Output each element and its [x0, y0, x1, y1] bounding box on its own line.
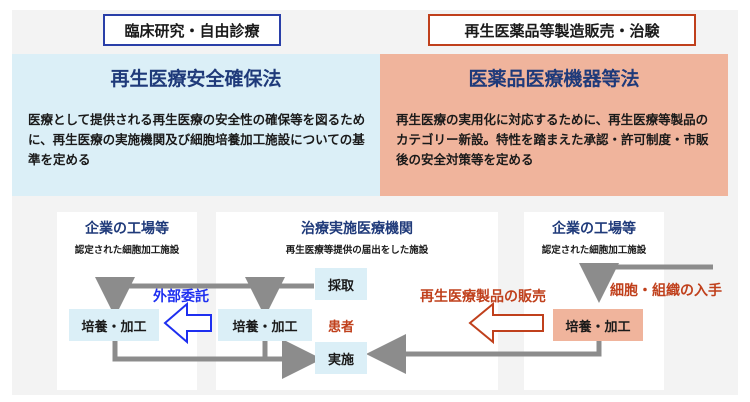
left-law-description: 医療として提供される再生医療の安全性の確保等を図るために、再生医療の実施機関及び…	[12, 100, 380, 196]
label-outsourcing: 外部委託	[153, 289, 209, 305]
sales-hollow-arrow	[468, 301, 544, 345]
connector-culture-to-implementation	[112, 339, 322, 379]
node-collection: 採取	[315, 268, 367, 300]
left-header: 臨床研究・自由診療	[103, 14, 281, 46]
node-culture-right: 培養・加工	[553, 309, 643, 341]
node-patient: 患者	[327, 319, 354, 335]
connector-culture-right-to-implementation	[366, 334, 602, 374]
outsourcing-hollow-arrow	[163, 301, 212, 345]
right-law-title: 医薬品医療機器等法	[380, 54, 728, 100]
card-factory-right-subtitle: 認定された細胞加工施設	[541, 245, 647, 256]
card-clinic-subtitle: 再生医療等提供の届出をした施設	[285, 245, 429, 256]
right-law-description: 再生医療の実用化に対応するために、再生医療等製品のカテゴリー新設。特性を踏まえた…	[380, 100, 728, 196]
card-factory-left-subtitle: 認定された細胞加工施設	[74, 245, 180, 256]
node-culture-mid: 培養・加工	[218, 309, 312, 341]
card-factory-right-title: 企業の工場等	[552, 221, 636, 237]
card-clinic-title: 治療実施医療機関	[301, 221, 413, 237]
node-implementation: 実施	[315, 342, 367, 374]
connector-collection-to-culture	[95, 277, 314, 317]
node-culture-left: 培養・加工	[69, 309, 159, 341]
label-product-sales: 再生医療製品の販売	[420, 289, 546, 305]
right-header: 再生医薬品等製造販売・治験	[428, 14, 696, 46]
left-law-title: 再生医療安全確保法	[12, 54, 380, 100]
connector-acquisition-to-culture-right	[579, 263, 713, 303]
label-cell-tissue-acquisition: 細胞・組織の入手	[610, 283, 722, 299]
card-factory-left-title: 企業の工場等	[85, 221, 169, 237]
